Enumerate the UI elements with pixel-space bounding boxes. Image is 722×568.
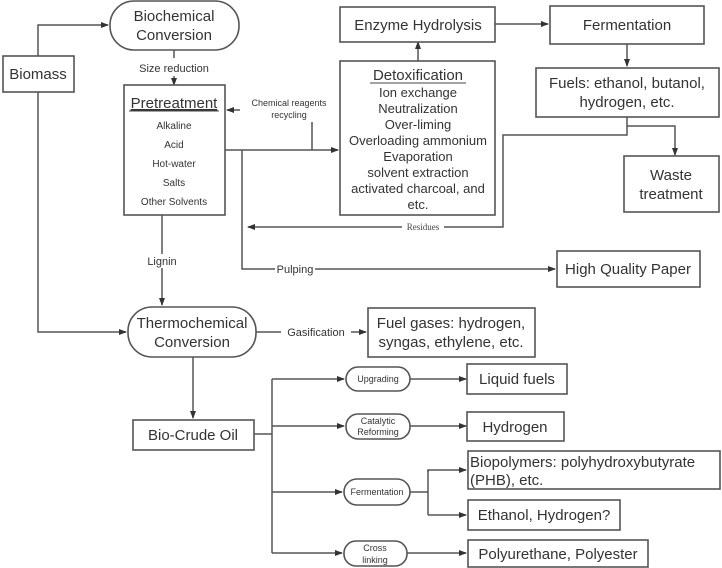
node-biochemical-line1: Biochemical (134, 8, 215, 25)
node-upgrading-label: Upgrading (357, 374, 399, 384)
node-catalytic-line1: Catalytic (361, 416, 396, 426)
node-catalytic-line2: Reforming (357, 427, 399, 437)
label-lignin: Lignin (147, 256, 176, 268)
edge-fermentation-to-biopolymers (427, 467, 467, 473)
node-thermochemical-line2: Conversion (154, 334, 230, 351)
detoxification-item: activated charcoal, and (351, 181, 485, 196)
detoxification-item: Evaporation (383, 149, 452, 164)
node-hydrogen: Hydrogen (466, 411, 565, 442)
label-pulping: Pulping (277, 264, 314, 276)
node-catalytic-reforming: Catalytic Reforming (345, 413, 411, 440)
pretreatment-item: Acid (164, 140, 183, 151)
node-enzyme-hydrolysis: Enzyme Hydrolysis (339, 6, 496, 43)
node-fuel-gases-line1: Fuel gases: hydrogen, (377, 315, 525, 332)
node-thermochemical-line1: Thermochemical (137, 315, 248, 332)
node-upgrading: Upgrading (345, 366, 411, 392)
edge-labels: Size reduction Chemical reagents recycli… (139, 63, 444, 339)
detoxification-item: solvent extraction (367, 165, 468, 180)
node-thermochemical-conversion: Thermochemical Conversion (127, 306, 257, 358)
edge-biomass-to-thermochemical (37, 92, 127, 335)
node-biochemical-conversion: Biochemical Conversion (109, 0, 240, 51)
label-gasification: Gasification (287, 327, 344, 339)
node-fuels-line1: Fuels: ethanol, butanol, (549, 75, 705, 92)
label-chemical-reagents: Chemical reagents (251, 98, 327, 108)
node-pretreatment: Pretreatment Alkaline Acid Hot-water Sal… (123, 84, 226, 216)
pretreatment-item: Other Solvents (141, 197, 207, 208)
node-waste-treatment: Waste treatment (623, 155, 720, 213)
pretreatment-item: Alkaline (156, 121, 191, 132)
detoxification-item: Over-liming (385, 117, 451, 132)
node-fuels: Fuels: ethanol, butanol, hydrogen, etc. (535, 67, 720, 118)
node-fermentation-bottom-label: Fermentation (350, 487, 403, 497)
node-paper-label: High Quality Paper (565, 261, 691, 278)
edge-pulping-to-paper (241, 150, 556, 272)
node-ethanol-hydrogen-label: Ethanol, Hydrogen? (478, 507, 611, 524)
node-pretreatment-title: Pretreatment (131, 95, 219, 112)
node-polyurethane-polyester: Polyurethane, Polyester (467, 539, 649, 568)
node-cross-line2: linking (362, 555, 388, 565)
node-biopolymers-line1: Biopolymers: polyhydroxybutyrate (470, 454, 695, 471)
node-high-quality-paper: High Quality Paper (556, 250, 701, 288)
node-liquid-fuels-label: Liquid fuels (479, 371, 555, 388)
node-fuels-line2: hydrogen, etc. (579, 94, 674, 111)
node-fermentation-top-label: Fermentation (583, 17, 671, 34)
node-hydrogen-label: Hydrogen (482, 419, 547, 436)
edge-biomass-to-biochemical (37, 22, 109, 56)
node-biomass-label: Biomass (9, 66, 67, 83)
node-detoxification-title: Detoxification (373, 67, 463, 84)
pretreatment-item: Hot-water (152, 159, 196, 170)
label-residues: Residues (407, 222, 440, 232)
node-detoxification: Detoxification Ion exchange Neutralizati… (339, 60, 496, 216)
node-polyurethane-label: Polyurethane, Polyester (478, 546, 637, 563)
node-biopolymers-line2: (PHB), etc. (470, 472, 543, 489)
node-waste-line2: treatment (639, 186, 703, 203)
pretreatment-item: Salts (163, 178, 185, 189)
node-biomass: Biomass (2, 55, 75, 93)
node-cross-linking: Cross linking (343, 540, 408, 567)
node-fermentation-top: Fermentation (549, 5, 705, 45)
edge-fuels-to-waste (626, 117, 678, 156)
node-bio-crude-label: Bio-Crude Oil (148, 427, 238, 444)
label-size-reduction: Size reduction (139, 63, 209, 75)
node-biochemical-line2: Conversion (136, 27, 212, 44)
node-fuel-gases: Fuel gases: hydrogen, syngas, ethylene, … (367, 307, 536, 358)
node-liquid-fuels: Liquid fuels (466, 363, 568, 395)
detoxification-item: Overloading ammonium (349, 133, 487, 148)
detoxification-item: Ion exchange (379, 85, 457, 100)
node-fermentation-bottom: Fermentation (343, 478, 411, 506)
node-fuel-gases-line2: syngas, ethylene, etc. (378, 334, 523, 351)
node-ethanol-hydrogen: Ethanol, Hydrogen? (467, 499, 621, 531)
node-enzyme-hydrolysis-label: Enzyme Hydrolysis (354, 17, 482, 34)
node-biopolymers: Biopolymers: polyhydroxybutyrate (PHB), … (467, 450, 721, 490)
label-recycling: recycling (271, 110, 307, 120)
node-bio-crude-oil: Bio-Crude Oil (132, 419, 255, 451)
node-waste-line1: Waste (650, 167, 692, 184)
detoxification-item: Neutralization (378, 101, 458, 116)
node-cross-line1: Cross (363, 543, 387, 553)
detoxification-item: etc. (408, 197, 429, 212)
